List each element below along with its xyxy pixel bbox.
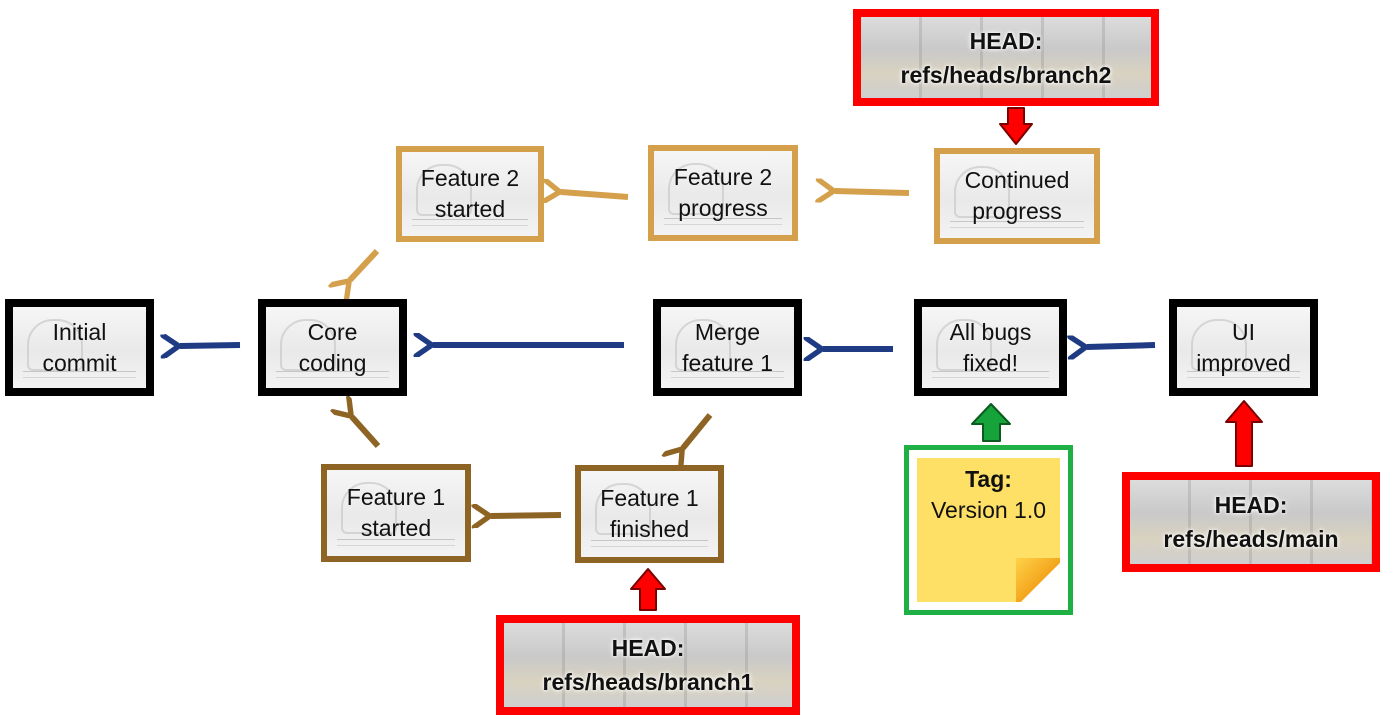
head-arrow-branch1: [630, 568, 666, 611]
commit-f1finished-line2: finished: [609, 516, 690, 542]
head-arrow-branch2: [999, 107, 1033, 145]
arrow-core-to-initial: [180, 345, 241, 346]
head-branch1-label: HEAD:: [611, 635, 685, 661]
commit-core-line1: Core: [307, 318, 358, 345]
head-branch1: HEAD: refs/heads/branch1: [496, 615, 800, 715]
arrow-f1finished-to-f1started: [491, 515, 562, 516]
arrow-ui-to-bugs: [1087, 345, 1156, 347]
commit-f1started-line1: Feature 1: [346, 484, 446, 510]
commit-initial-line1: Initial: [52, 318, 107, 345]
commit-continued-line1: Continued: [964, 167, 1070, 193]
engraving-illustration: [416, 164, 472, 216]
arrow-merge-to-f1finished: [683, 413, 713, 448]
head-main-ref: refs/heads/main: [1163, 526, 1339, 552]
engraving-illustration: [675, 319, 731, 371]
commit-feature1-started: Feature 1 started: [321, 464, 471, 562]
head-branch2-label: HEAD:: [969, 27, 1043, 54]
commit-ui-line1: UI: [1232, 318, 1255, 345]
tag-version: Tag: Version 1.0: [904, 445, 1073, 615]
commit-continued-line2: progress: [972, 198, 1062, 224]
head-branch2-ref: refs/heads/branch2: [900, 61, 1112, 88]
commit-initial-line2: commit: [42, 349, 117, 376]
commit-continued-progress: Continued progress: [934, 148, 1100, 244]
commit-merge-line2: feature 1: [682, 349, 773, 376]
commit-core-line2: coding: [298, 349, 367, 376]
commit-bugs-fixed: All bugs fixed!: [914, 299, 1067, 396]
commit-merge-line1: Merge: [694, 318, 761, 345]
commit-merge: Merge feature 1: [653, 299, 802, 396]
head-branch2: HEAD: refs/heads/branch2: [853, 9, 1159, 106]
engraving-illustration: [1191, 319, 1247, 371]
tag-label: Tag:: [965, 466, 1012, 492]
engraving-illustration: [668, 163, 724, 215]
arrow-f1started-to-core: [352, 417, 381, 449]
engraving-illustration: [280, 319, 336, 371]
note-curl: [1016, 558, 1060, 602]
head-arrow-main: [1225, 400, 1263, 467]
engraving-illustration: [936, 319, 992, 371]
commit-core: Core coding: [258, 299, 407, 396]
commit-ui-improved: UI improved: [1169, 299, 1318, 396]
head-main-label: HEAD:: [1214, 492, 1288, 518]
commit-initial: Initial commit: [5, 299, 154, 396]
commit-feature2-progress: Feature 2 progress: [648, 145, 798, 241]
arrow-continued-to-f2progress: [835, 191, 910, 193]
commit-f2started-line1: Feature 2: [420, 165, 520, 191]
head-main: HEAD: refs/heads/main: [1122, 472, 1380, 572]
commit-bugs-line2: fixed!: [963, 349, 1018, 376]
commit-f2progress-line1: Feature 2: [673, 164, 773, 190]
arrow-f2progress-to-f2started: [561, 192, 629, 197]
commit-bugs-line1: All bugs: [949, 318, 1032, 345]
arrow-f2started-to-core: [350, 248, 380, 280]
engraving-illustration: [27, 319, 83, 371]
commit-f2progress-line2: progress: [678, 195, 768, 221]
engraving-illustration: [954, 166, 1010, 218]
engraving-illustration: [341, 482, 397, 534]
commit-f1started-line2: started: [360, 515, 432, 541]
commit-f1finished-line1: Feature 1: [600, 485, 699, 511]
head-branch1-ref: refs/heads/branch1: [542, 669, 754, 695]
commit-feature1-finished: Feature 1 finished: [575, 465, 724, 563]
commit-feature2-started: Feature 2 started: [396, 146, 544, 242]
commit-ui-line2: improved: [1196, 349, 1291, 376]
engraving-illustration: [595, 483, 651, 535]
commit-f2started-line2: started: [434, 196, 506, 222]
tag-arrow: [971, 403, 1011, 442]
tag-value: Version 1.0: [930, 497, 1047, 523]
